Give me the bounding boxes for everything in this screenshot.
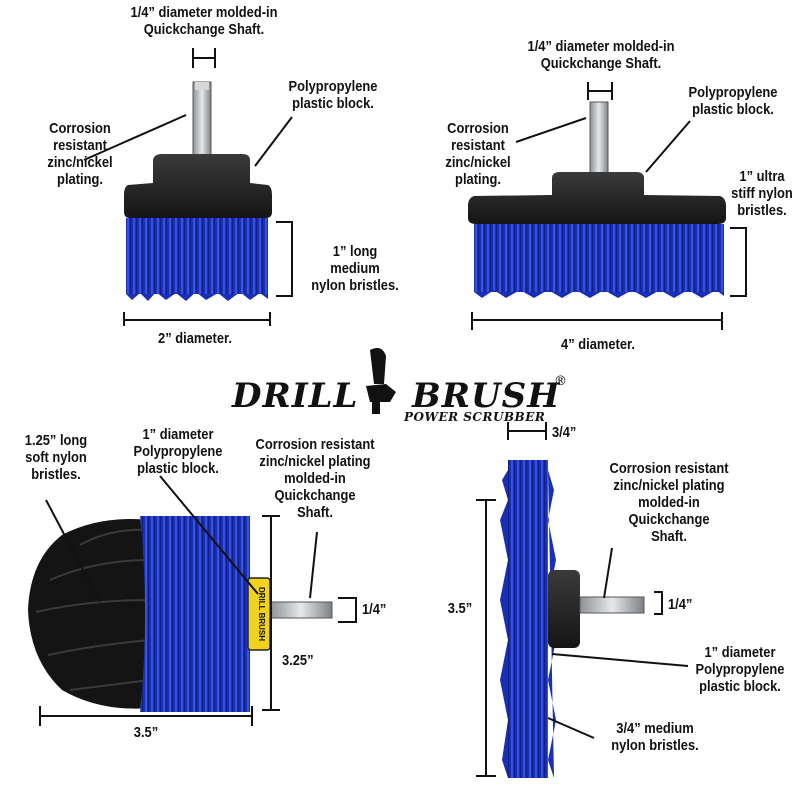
brush-side-shaft [579, 596, 645, 614]
brush-4in-image [468, 101, 726, 298]
brush-side-bristles [508, 460, 548, 778]
brush-4in-diameter-label: 4” diameter. [561, 336, 635, 353]
brush-round-blue-bristles [140, 516, 250, 712]
dimension-lines [39, 48, 747, 777]
brush-4in-block [468, 172, 726, 224]
brush-2in-diameter-label: 2” diameter. [158, 330, 232, 347]
brush-round-black-bristles [28, 519, 150, 709]
brush-round-shaft [269, 601, 333, 619]
brush-4in-bristles [474, 224, 724, 292]
brush-2in-block [124, 154, 272, 218]
brush-round-height-label: 3.25” [282, 652, 314, 669]
brush-round-shaft-dim-label: 1/4” [362, 601, 387, 618]
brush-side-block [548, 570, 580, 648]
brush-round-collar-text: DRILL BRUSH [257, 587, 266, 641]
drill-brush-logo-icon [366, 348, 396, 414]
logo-word-left: DRILL [232, 376, 359, 416]
logo-registered: ® [554, 374, 567, 389]
brush-side-thickness-label: 3/4” [552, 424, 577, 441]
brush-side-image [500, 460, 645, 778]
logo-word-right: BRUSH [412, 376, 561, 416]
logo-subtitle: POWER SCRUBBER [404, 410, 546, 424]
brush-2in-bristles [126, 218, 268, 294]
brush-side-diameter-label: 3.5” [447, 600, 473, 617]
brush-2in-image [124, 81, 272, 301]
brush-round-image: DRILL BRUSH [28, 516, 333, 712]
brush-side-shaft-dim-label: 1/4” [668, 596, 693, 613]
brush-2in-shaft [192, 81, 212, 161]
brush-4in-shaft [589, 101, 609, 175]
brush-round-width-label: 3.5” [133, 724, 159, 741]
